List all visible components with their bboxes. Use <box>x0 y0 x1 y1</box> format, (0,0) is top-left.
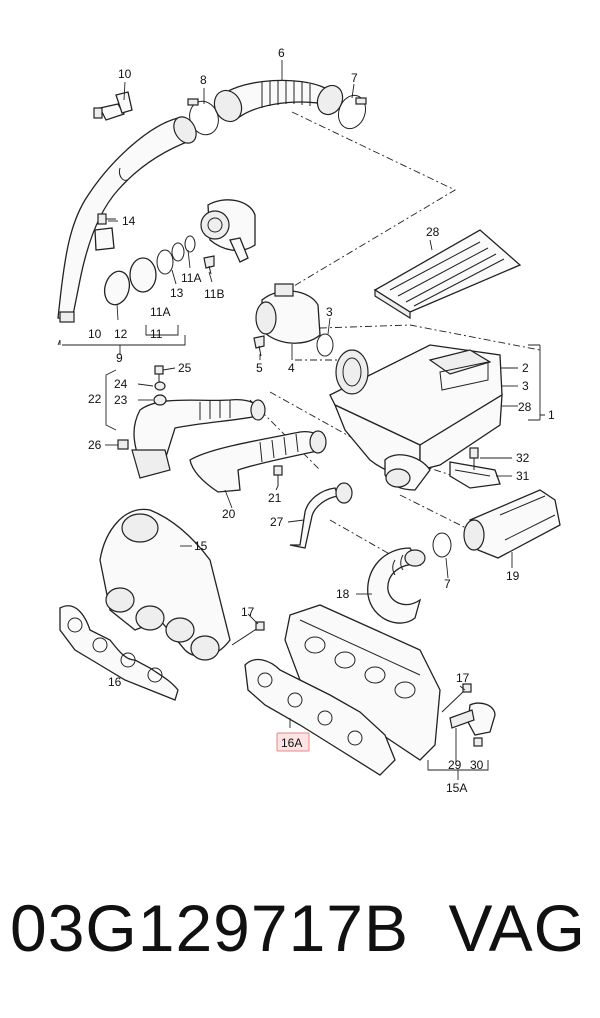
label-7-bottom: 7 <box>444 577 451 591</box>
label-22: 22 <box>88 392 102 406</box>
bolt-32 <box>469 447 479 470</box>
label-10-bottom: 10 <box>88 327 102 341</box>
label-10-top: 10 <box>118 67 132 81</box>
charge-air-pipe-20 <box>189 430 327 493</box>
label-8: 8 <box>200 73 207 87</box>
part-number: 03G129717B <box>10 891 410 965</box>
label-25: 25 <box>178 361 192 375</box>
label-6: 6 <box>278 46 285 60</box>
label-31: 31 <box>516 469 530 483</box>
part-labels: 10 6 8 7 14 28 11A 13 11B 11A 3 10 12 11… <box>88 46 555 795</box>
intake-pipe-6 <box>213 79 344 123</box>
label-17-right: 17 <box>456 671 470 685</box>
label-20: 20 <box>222 507 236 521</box>
label-7-top: 7 <box>351 71 358 85</box>
label-21: 21 <box>268 491 282 505</box>
label-18: 18 <box>336 587 350 601</box>
hose-clamp-7-bottom <box>432 532 452 558</box>
screw-5 <box>253 335 265 357</box>
label-1: 1 <box>548 408 555 422</box>
label-11: 11 <box>150 327 163 341</box>
label-3-top: 3 <box>326 305 333 319</box>
label-27: 27 <box>270 515 284 529</box>
gasket-16a <box>244 658 396 776</box>
leader-lines <box>57 60 545 780</box>
label-19: 19 <box>506 569 520 583</box>
brand-name: VAG <box>448 891 586 965</box>
label-11a-small: 11A <box>181 271 201 285</box>
air-filter-element-28 <box>373 229 522 320</box>
gasket-16 <box>59 605 179 701</box>
footer: 03G129717B VAG <box>0 890 600 990</box>
label-29: 29 <box>448 758 462 772</box>
label-28-right: 28 <box>518 400 532 414</box>
charge-air-pipe-22 <box>131 399 266 479</box>
label-13: 13 <box>170 286 184 300</box>
label-16: 16 <box>108 675 122 689</box>
label-12: 12 <box>114 327 128 341</box>
label-16a: 16A <box>281 736 302 750</box>
air-filter-housing-1 <box>329 344 503 491</box>
label-30: 30 <box>470 758 484 772</box>
intake-duct-19 <box>463 489 561 559</box>
label-26: 26 <box>88 438 102 452</box>
label-23: 23 <box>114 393 128 407</box>
label-28-top: 28 <box>426 225 440 239</box>
exhaust-manifold-15 <box>99 508 231 661</box>
label-5: 5 <box>256 361 263 375</box>
air-pipe-10 <box>57 116 197 323</box>
highlight-16a <box>276 732 310 752</box>
label-14: 14 <box>122 214 136 228</box>
label-11a: 11A <box>150 305 170 319</box>
label-17-left: 17 <box>241 605 255 619</box>
clamp-12-and-hose-13 <box>103 235 196 306</box>
exploded-parts-diagram: 10 6 8 7 14 28 11A 13 11B 11A 3 10 12 11… <box>57 46 561 795</box>
label-24: 24 <box>114 377 128 391</box>
stud-17-left <box>231 621 265 646</box>
hose-27 <box>289 482 353 549</box>
stud-17-right <box>441 683 472 713</box>
air-mass-meter-4 <box>255 283 321 344</box>
throttle-flap-11 <box>200 199 256 263</box>
label-3-right: 3 <box>522 379 529 393</box>
bracket-31 <box>449 461 501 489</box>
bolt-14 <box>97 213 116 225</box>
flap-actuator-29-30 <box>449 702 496 747</box>
label-9: 9 <box>116 351 123 365</box>
screw-11b <box>203 255 215 275</box>
intake-manifold-15a <box>284 604 441 761</box>
label-15a: 15A <box>446 781 467 795</box>
label-2: 2 <box>522 361 529 375</box>
label-32: 32 <box>516 451 530 465</box>
label-15: 15 <box>194 539 208 553</box>
hose-clamp-7-top <box>337 94 367 130</box>
o-ring-3 <box>316 333 334 357</box>
label-4: 4 <box>288 361 295 375</box>
small-parts-23-24-25-26 <box>117 365 283 486</box>
hose-18 <box>367 547 426 624</box>
label-11b: 11B <box>204 287 224 301</box>
vacuum-connector-10 <box>93 91 133 121</box>
